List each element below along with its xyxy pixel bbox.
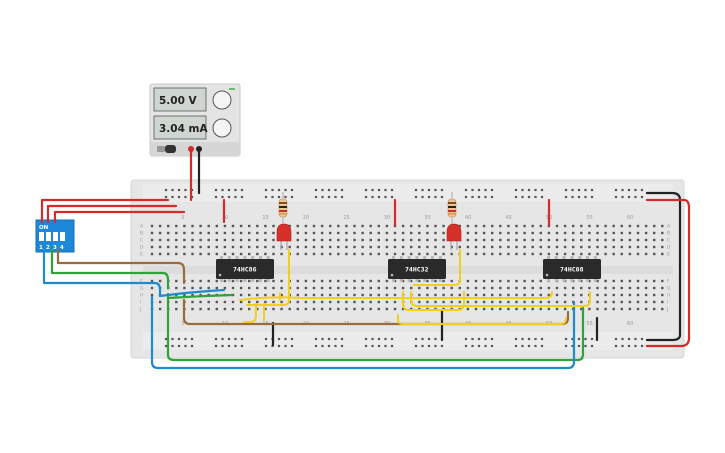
column-number: 60 xyxy=(627,321,633,327)
dip-switch-4[interactable] xyxy=(60,232,65,241)
row-letter: F xyxy=(667,279,670,285)
row-letter: C xyxy=(140,238,143,244)
current-readout: 3.04 mA xyxy=(159,123,209,135)
wire-blue-long[interactable] xyxy=(150,295,576,370)
dip-number-4: 4 xyxy=(60,245,64,251)
row-letter: H xyxy=(140,293,143,299)
wire-blue-short[interactable] xyxy=(158,288,226,298)
row-letter: D xyxy=(140,245,144,251)
column-number: 55 xyxy=(586,215,592,221)
wire-brown-long[interactable] xyxy=(182,298,570,326)
column-number: 15 xyxy=(262,215,268,221)
wire-green-dip[interactable] xyxy=(50,248,170,290)
row-letter: I xyxy=(140,300,141,306)
wire-yellow-led-2[interactable] xyxy=(413,249,461,286)
column-number: 60 xyxy=(627,215,633,221)
current-knob[interactable] xyxy=(212,118,232,138)
row-letter: G xyxy=(140,286,144,292)
row-letter: G xyxy=(667,286,671,292)
column-number: 25 xyxy=(343,215,349,221)
dip-switch-1[interactable] xyxy=(39,232,44,241)
column-number: 5 xyxy=(181,321,184,327)
column-number: 5 xyxy=(181,215,184,221)
row-letter: J xyxy=(666,307,668,313)
row-letter: E xyxy=(667,252,670,258)
wire-brown-dip[interactable] xyxy=(56,248,186,285)
row-letter: I xyxy=(667,300,668,306)
chip-u3[interactable]: 74HC08 xyxy=(543,256,601,282)
wire-green-long[interactable] xyxy=(166,292,585,362)
led-2[interactable] xyxy=(446,223,462,250)
column-number: 45 xyxy=(505,215,511,221)
current-display xyxy=(153,115,207,140)
power-switch-icon xyxy=(157,146,165,152)
row-letter: A xyxy=(140,224,144,230)
negative-terminal[interactable] xyxy=(196,146,202,152)
column-number: 35 xyxy=(424,215,430,221)
positive-terminal[interactable] xyxy=(188,146,194,152)
column-number: 40 xyxy=(465,215,471,221)
resistor-2[interactable] xyxy=(447,192,457,225)
row-letter: D xyxy=(667,245,671,251)
dip-on-label: ON xyxy=(39,225,49,231)
chip-label: 74HC08 xyxy=(560,266,584,274)
voltage-readout: 5.00 V xyxy=(159,95,198,107)
dip-number-3: 3 xyxy=(53,245,57,251)
top-power-rail xyxy=(143,184,673,202)
wire-red-dip-2[interactable] xyxy=(46,204,178,224)
dip-switch-2[interactable] xyxy=(46,232,51,241)
dip-number-1: 1 xyxy=(39,245,43,251)
wire-red-dip-3[interactable] xyxy=(53,210,186,224)
voltage-display xyxy=(153,87,207,112)
wire-yellow-led-1[interactable] xyxy=(246,249,290,306)
chip-label: 74HC86 xyxy=(233,266,257,274)
row-letter: H xyxy=(667,293,670,299)
chip-label: 74HC32 xyxy=(405,266,429,274)
wire-green-short[interactable] xyxy=(166,293,234,300)
wire-red-dip-1[interactable] xyxy=(40,198,170,224)
row-letter: J xyxy=(139,307,141,313)
dip-number-2: 2 xyxy=(46,245,50,251)
dip-switch-3[interactable] xyxy=(53,232,58,241)
chip-u1[interactable]: 74HC86 xyxy=(216,256,274,282)
voltage-knob[interactable] xyxy=(212,90,232,110)
resistor-1[interactable] xyxy=(278,192,288,225)
column-number: 20 xyxy=(303,215,309,221)
led-1[interactable] xyxy=(276,223,292,250)
column-number: 30 xyxy=(384,215,390,221)
dip-switch[interactable]: ON 1 2 3 4 xyxy=(35,219,75,253)
row-letter: A xyxy=(667,224,671,230)
power-supply[interactable]: 5.00 V 3.04 mA xyxy=(149,83,241,157)
wire-yellow-1[interactable] xyxy=(239,291,553,301)
row-letter: C xyxy=(667,238,670,244)
row-letter: B xyxy=(667,231,670,237)
wire-black-rail[interactable] xyxy=(645,191,682,342)
column-number: 55 xyxy=(586,321,592,327)
wire-blue-dip[interactable] xyxy=(42,248,162,298)
wire-yellow-6[interactable] xyxy=(397,314,567,325)
wire-red-rail[interactable] xyxy=(645,198,691,348)
chip-u2[interactable]: 74HC32 xyxy=(388,256,446,282)
wire-yellow-5[interactable] xyxy=(410,291,591,307)
row-letter: B xyxy=(140,231,143,237)
row-letter: F xyxy=(140,279,143,285)
power-switch[interactable] xyxy=(165,145,176,153)
bottom-power-rail xyxy=(143,332,673,350)
row-letter: E xyxy=(140,252,143,258)
wire-yellow-2[interactable] xyxy=(243,303,257,323)
